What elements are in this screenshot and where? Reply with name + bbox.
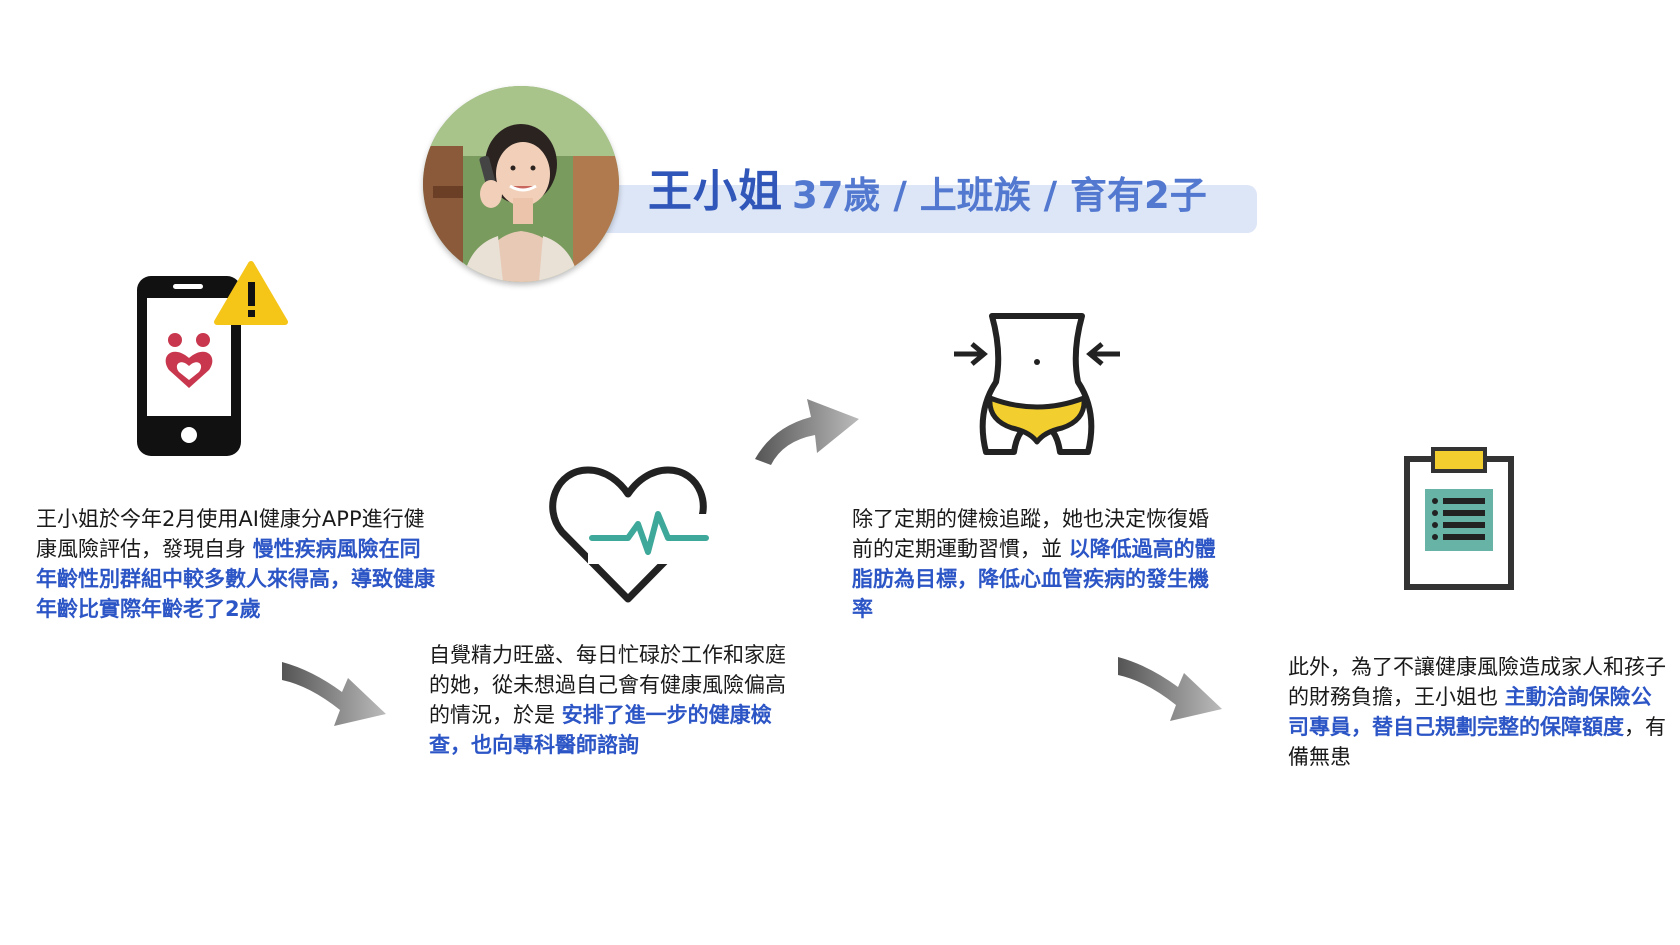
avatar-photo	[423, 86, 619, 282]
smartphone-warning-icon	[137, 261, 288, 456]
step3-text-highlight: 以降低過高的體脂肪為目標，降低心血管疾病的發生機率	[852, 537, 1216, 621]
step2-description: 自覺精力旺盛、每日忙碌於工作和家庭的她，從未想過自己會有健康風險偏高的情況，於是…	[429, 640, 804, 760]
waist-slimming-icon	[954, 313, 1120, 455]
step1-text-plain: 王小姐於今年2月使用AI健康分APP進行健康風險評估，發現自身	[36, 507, 425, 561]
step1-description: 王小姐於今年2月使用AI健康分APP進行健康風險評估，發現自身 慢性疾病風險在同…	[36, 504, 436, 624]
step2-text-highlight: 安排了進一步的健康檢查，也向專科醫師諮詢	[429, 703, 772, 757]
clipboard-list-icon	[1404, 447, 1514, 590]
step3-text-plain: 除了定期的健檢追蹤，她也決定恢復婚前的定期運動習慣，並	[852, 507, 1209, 561]
heartbeat-icon	[549, 466, 709, 603]
arrow-down-right-icon-2	[1118, 657, 1222, 721]
profile-avatar	[423, 86, 619, 282]
profile-banner	[590, 185, 1257, 233]
step4-text-highlight: 主動洽詢保險公司專員，替自己規劃完整的保障額度	[1288, 685, 1652, 739]
step4-description: 此外，為了不讓健康風險造成家人和孩子的財務負擔，王小姐也 主動洽詢保險公司專員，…	[1288, 652, 1668, 772]
step4-text-plain-end: ，有備無患	[1288, 715, 1666, 769]
step3-description: 除了定期的健檢追蹤，她也決定恢復婚前的定期運動習慣，並 以降低過高的體脂肪為目標…	[852, 504, 1227, 624]
profile-name: 王小姐	[648, 166, 783, 217]
profile-details: 37歲 / 上班族 / 育有2子	[792, 174, 1207, 217]
step2-text-plain: 自覺精力旺盛、每日忙碌於工作和家庭的她，從未想過自己會有健康風險偏高的情況，於是	[429, 643, 786, 727]
arrow-down-right-icon	[282, 662, 386, 726]
arrow-up-right-icon	[755, 399, 859, 465]
step1-text-highlight: 慢性疾病風險在同年齡性別群組中較多數人來得高，導致健康年齡比實際年齡老了2歲	[36, 537, 435, 621]
step4-text-plain: 此外，為了不讓健康風險造成家人和孩子的財務負擔，王小姐也	[1288, 655, 1666, 709]
